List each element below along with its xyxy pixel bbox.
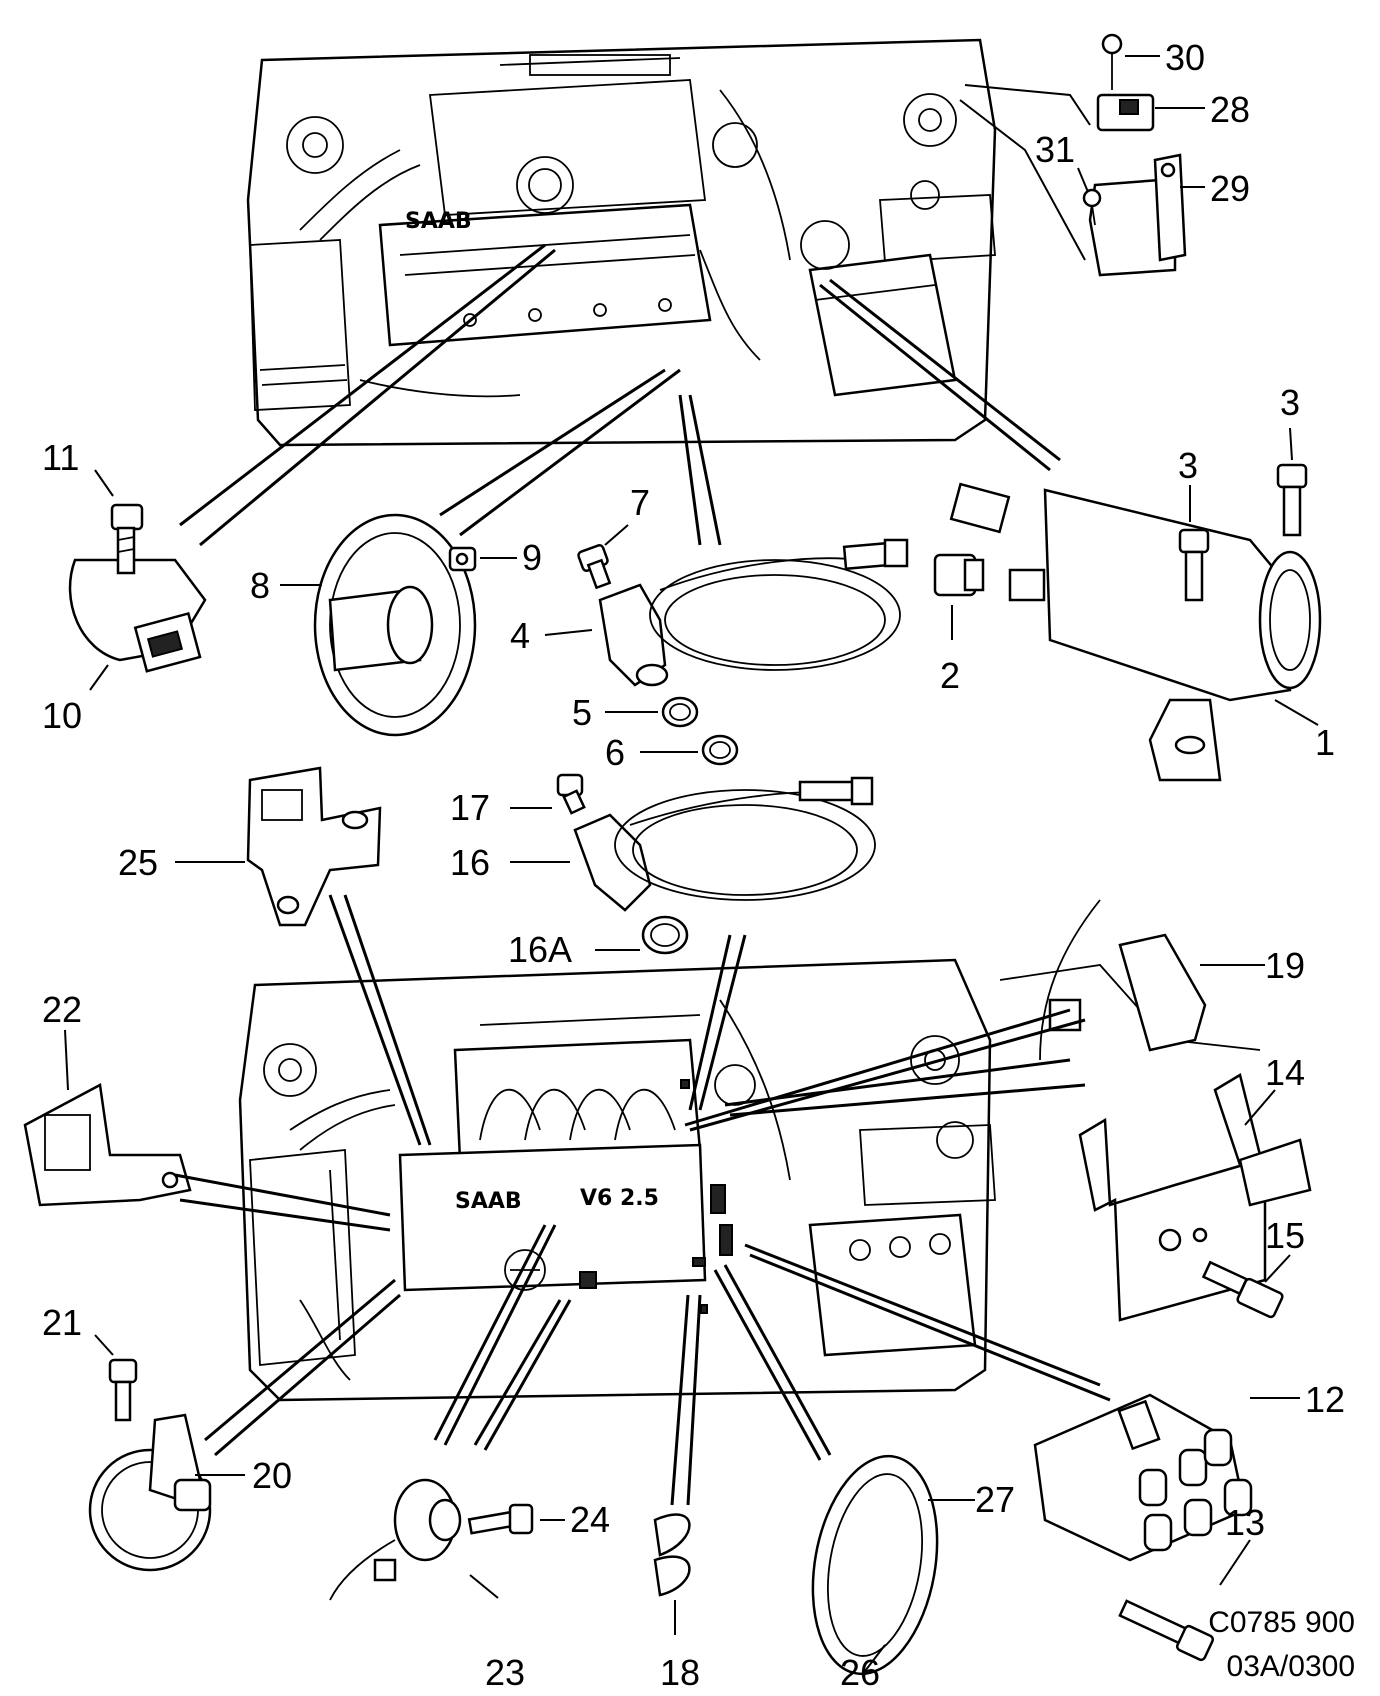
engine-bay-top: SAAB [246, 38, 997, 447]
bolt-part-24 [467, 1503, 534, 1535]
revision-code: 03A/0300 [1227, 1650, 1355, 1683]
callout-23: 23 [485, 1652, 525, 1693]
bracket-assembly-part-29 [1088, 153, 1187, 277]
callout-3a: 3 [1280, 382, 1300, 423]
callout-12: 12 [1305, 1379, 1345, 1420]
callouts: 30 28 31 29 3 3 1 2 11 10 8 9 7 [42, 37, 1345, 1693]
bracket-part-22 [23, 1083, 192, 1207]
callout-3b: 3 [1178, 445, 1198, 486]
bracket-part-14 [1078, 1073, 1312, 1322]
callout-20: 20 [252, 1455, 292, 1496]
o-ring-part-5 [661, 696, 699, 728]
bolt-part-17 [556, 773, 586, 815]
engine-badge: V6 2.5 [580, 1186, 659, 1211]
callout-22: 22 [42, 989, 82, 1030]
reluctor-ring-part-26 [811, 1454, 939, 1676]
callout-31: 31 [1035, 129, 1075, 170]
callout-16: 16 [450, 842, 490, 883]
o-ring-part-6 [701, 734, 739, 766]
callout-26: 26 [840, 1652, 880, 1693]
cam-sensor-part-16 [573, 776, 876, 912]
bolt-part-13 [1118, 1599, 1215, 1662]
crank-sensor-part-4 [598, 538, 909, 687]
bolt-part-21 [108, 1358, 138, 1422]
engine-bay-bottom: SAAB V6 2.5 [238, 958, 996, 1402]
callout-16a: 16A [508, 929, 572, 970]
flywheel-part-8 [313, 513, 477, 737]
bolt-part-3b [1178, 528, 1210, 602]
bracket-part-19 [999, 899, 1261, 1061]
callout-9: 9 [522, 537, 542, 578]
gear-sensor-part-20 [88, 1413, 212, 1572]
callout-19: 19 [1265, 945, 1305, 986]
sensor-part-23 [329, 1478, 462, 1601]
knock-sensor-part-10 [68, 558, 207, 673]
bottom-cover-mark: SAAB [455, 1189, 522, 1214]
callout-14: 14 [1265, 1052, 1305, 1093]
callout-27: 27 [975, 1479, 1015, 1520]
o-ring-part-16a [641, 915, 689, 955]
callout-24: 24 [570, 1499, 610, 1540]
callout-10: 10 [42, 695, 82, 736]
callout-28: 28 [1210, 89, 1250, 130]
callout-17: 17 [450, 787, 490, 828]
callout-11: 11 [42, 437, 79, 478]
callout-7: 7 [630, 482, 650, 523]
bracket-part-25 [246, 766, 382, 927]
ignition-cassette-part-12 [1033, 1393, 1253, 1562]
callout-15: 15 [1265, 1215, 1305, 1256]
callout-4: 4 [510, 615, 530, 656]
callout-25: 25 [118, 842, 158, 883]
callout-1: 1 [1315, 722, 1335, 763]
drawing-reference: C0785 900 03A/0300 [1208, 1606, 1355, 1683]
ignition-coil-part-1 [949, 482, 1322, 782]
bolt-part-15 [1201, 1260, 1284, 1319]
bolt-part-7 [577, 544, 612, 590]
screw-part-31 [1082, 188, 1102, 226]
callout-6: 6 [605, 732, 625, 773]
callout-30: 30 [1165, 37, 1205, 78]
sensor-part-2 [933, 553, 985, 597]
callout-18: 18 [660, 1652, 700, 1693]
callout-29: 29 [1210, 168, 1250, 209]
bolt-part-3a [1276, 463, 1308, 537]
clip-part-18 [653, 1513, 691, 1597]
top-cover-mark: SAAB [405, 209, 472, 234]
callout-8: 8 [250, 565, 270, 606]
lead-lines [174, 84, 1111, 1506]
sensor-part-28 [1096, 93, 1155, 132]
bolt-part-9 [448, 546, 477, 572]
callout-2: 2 [940, 655, 960, 696]
callout-13: 13 [1225, 1502, 1265, 1543]
callout-5: 5 [572, 692, 592, 733]
screw-part-30 [1101, 33, 1123, 90]
drawing-code: C0785 900 [1208, 1606, 1355, 1639]
callout-21: 21 [42, 1302, 82, 1343]
bolt-part-11 [110, 503, 144, 575]
